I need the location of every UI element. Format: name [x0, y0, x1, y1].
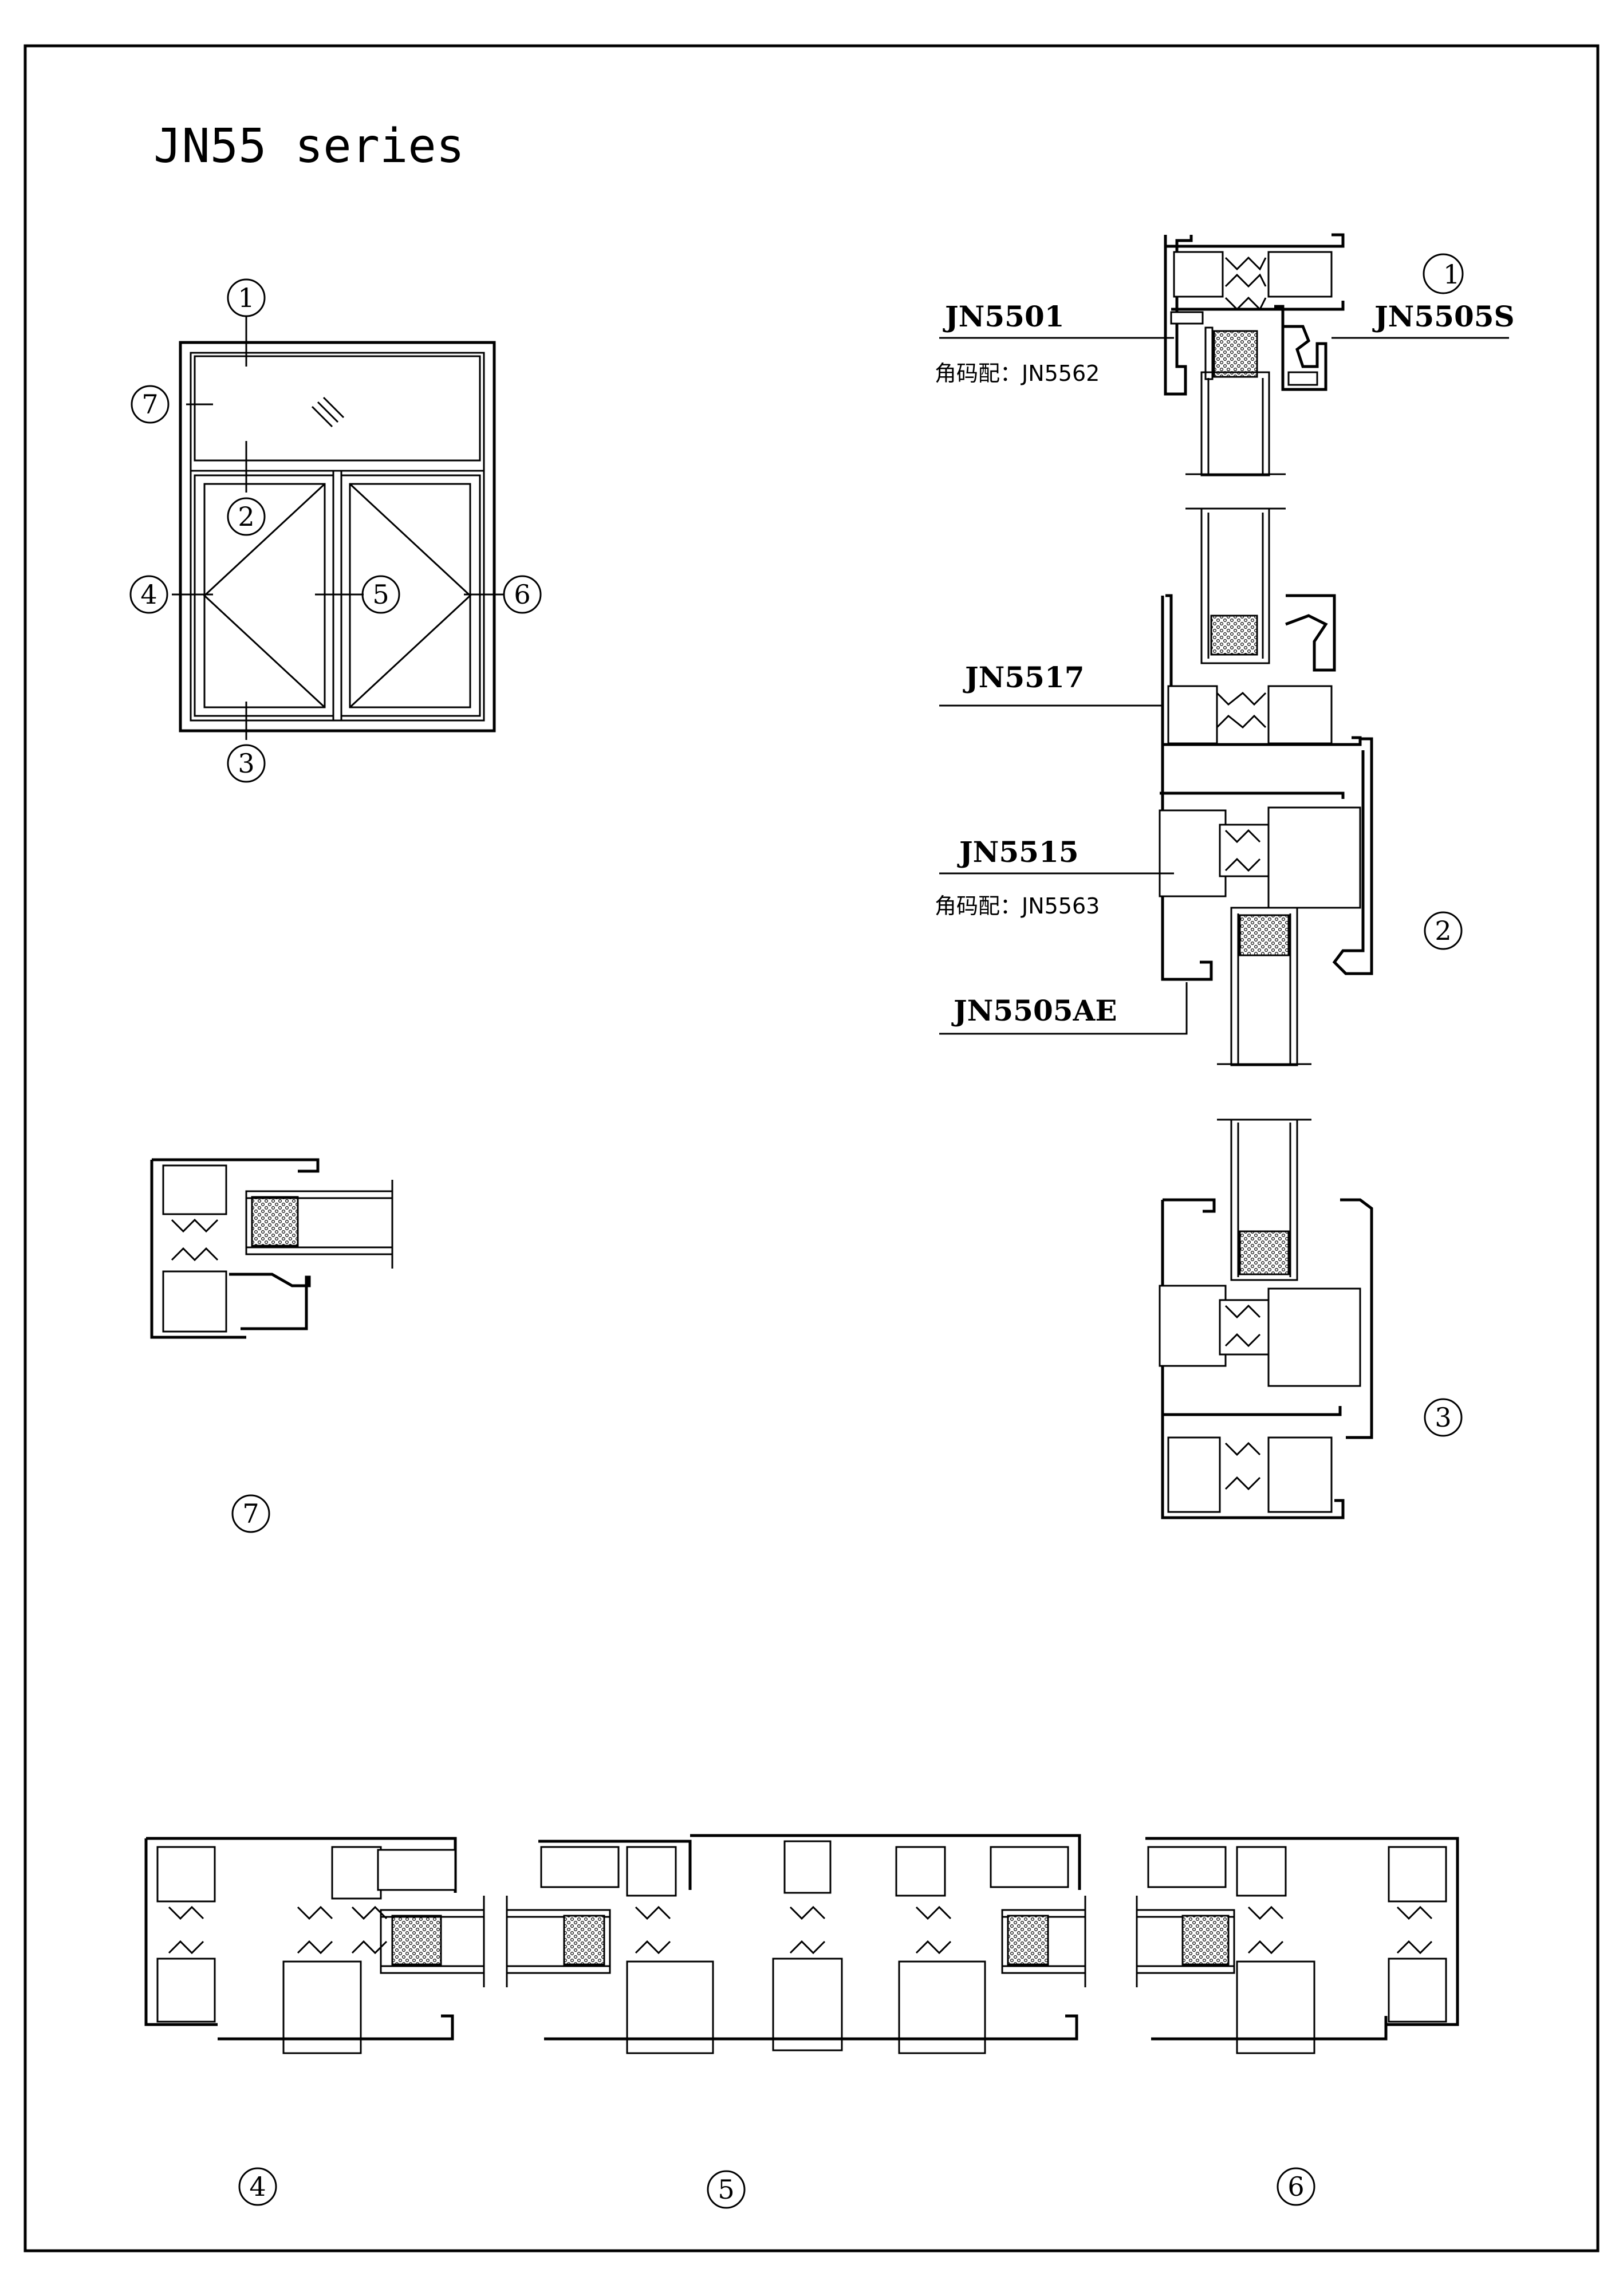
label-jn5515: JN5515 — [957, 835, 1079, 869]
marker-1-section: 1 — [1443, 259, 1460, 290]
marker-3-elevation: 3 — [227, 744, 266, 783]
svg-text:2: 2 — [238, 501, 254, 532]
marker-7-section: 7 — [231, 1494, 270, 1533]
svg-text:5: 5 — [372, 579, 389, 610]
marker-2-section: 2 — [1424, 911, 1463, 950]
label-jn5505ae: JN5505AE — [951, 994, 1117, 1027]
svg-text:6: 6 — [514, 579, 530, 610]
svg-text:7: 7 — [242, 1498, 259, 1529]
svg-text:3: 3 — [238, 748, 254, 779]
section-1-head — [1164, 233, 1345, 476]
leader-jn5505ae — [939, 982, 1188, 1035]
marker-6-section: 6 — [1277, 2167, 1315, 2206]
marker-1-circle — [1423, 253, 1464, 294]
svg-text:2: 2 — [1435, 915, 1451, 946]
marker-4-elevation: 4 — [129, 575, 168, 614]
section-3-sill — [1159, 1119, 1373, 1519]
page-title: JN55 series — [153, 119, 464, 174]
svg-text:3: 3 — [1435, 1402, 1451, 1433]
window-elevation — [172, 316, 504, 740]
label-jn5517: JN5517 — [963, 660, 1085, 694]
section-2-mullion — [1159, 507, 1373, 1066]
section-7-jamb — [150, 1158, 393, 1339]
svg-text:7: 7 — [141, 389, 158, 420]
marker-2-elevation: 2 — [227, 497, 266, 536]
marker-4-section: 4 — [238, 2167, 277, 2206]
svg-text:5: 5 — [718, 2174, 734, 2205]
note-jn5563: 角码配：JN5563 — [935, 893, 1100, 919]
svg-text:4: 4 — [140, 579, 157, 610]
marker-3-section: 3 — [1424, 1398, 1463, 1437]
svg-text:1: 1 — [238, 282, 254, 313]
svg-text:4: 4 — [249, 2171, 266, 2202]
marker-5-section: 5 — [707, 2170, 746, 2209]
label-jn5501: JN5501 — [943, 300, 1065, 333]
marker-5-elevation: 5 — [361, 575, 400, 614]
marker-6-elevation: 6 — [503, 575, 542, 614]
marker-7-elevation: 7 — [131, 385, 170, 424]
section-4-jamb — [144, 1837, 485, 2054]
sheet-border — [23, 44, 1600, 2252]
label-jn5505s: JN5505S — [1372, 300, 1515, 333]
section-5-mullion — [506, 1834, 1086, 2054]
svg-text:6: 6 — [1287, 2171, 1304, 2202]
section-6-jamb — [1136, 1837, 1459, 2054]
marker-1-elevation: 1 — [227, 278, 266, 317]
note-jn5562: 角码配：JN5562 — [935, 361, 1100, 386]
